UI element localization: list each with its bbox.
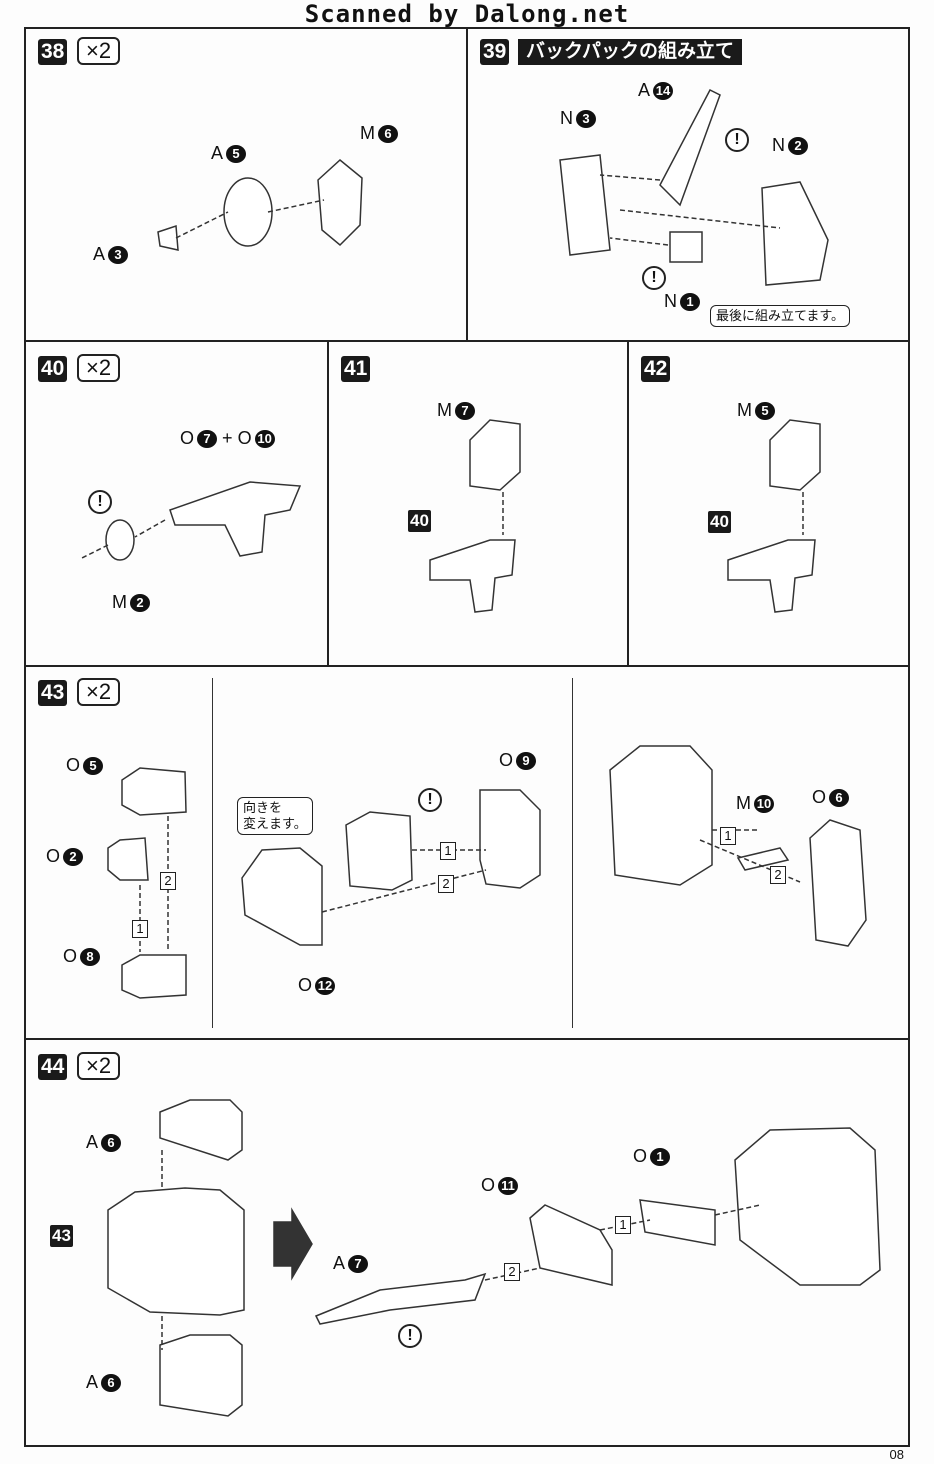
quantity-badge: ×2 — [77, 1052, 121, 1080]
part-o9 — [479, 789, 541, 889]
result-arrow — [273, 1207, 313, 1281]
part-m5 — [769, 419, 821, 491]
order-marker: 2 — [160, 872, 176, 890]
step-reference: 43 — [50, 1225, 73, 1247]
part-o11 — [529, 1204, 613, 1286]
step-number: 41 — [341, 356, 371, 382]
part-m2 — [105, 519, 135, 561]
step-title: バックパックの組み立て — [518, 39, 743, 65]
part-a14 — [659, 89, 721, 207]
part-o6 — [809, 819, 867, 947]
part-a5 — [223, 177, 273, 247]
note-line: 向きを — [243, 800, 283, 815]
note-callout: 最後に組み立てます。 — [710, 305, 851, 327]
part-m6 — [317, 159, 363, 247]
part-40b — [727, 539, 816, 613]
part-rotated — [345, 811, 413, 891]
quantity-badge: ×2 — [77, 354, 121, 382]
scan-watermark: Scanned by Dalong.net — [304, 0, 630, 28]
divider — [24, 1038, 908, 1040]
step-number: 44 — [38, 1054, 68, 1080]
step-number: 40 — [38, 356, 68, 382]
part-o8 — [121, 954, 187, 999]
part-n1 — [669, 231, 703, 263]
part-o7-o10 — [169, 481, 302, 557]
sub-divider — [572, 678, 573, 1028]
caution-icon: ! — [398, 1324, 422, 1348]
note-line: 変えます。 — [243, 816, 307, 831]
order-marker: 2 — [504, 1263, 520, 1281]
caution-icon: ! — [418, 788, 442, 812]
part-a3 — [157, 224, 179, 251]
divider — [327, 340, 329, 666]
part-40 — [429, 539, 516, 613]
divider — [24, 665, 908, 667]
step-reference: 40 — [708, 511, 731, 533]
order-marker: 2 — [438, 875, 454, 893]
quantity-badge: ×2 — [77, 678, 121, 706]
part-m7 — [469, 419, 521, 491]
step-number: 38 — [38, 39, 68, 65]
step-number: 42 — [641, 356, 671, 382]
divider — [466, 27, 468, 341]
part-a6-top — [159, 1099, 243, 1161]
divider — [627, 340, 629, 666]
sub-divider — [212, 678, 213, 1028]
order-marker: 1 — [132, 920, 148, 938]
step-reference: 40 — [408, 510, 431, 532]
order-marker: 2 — [770, 866, 786, 884]
order-marker: 1 — [720, 827, 736, 845]
step-number: 43 — [38, 680, 68, 706]
step-number: 39 — [480, 39, 510, 65]
part-o12 — [241, 847, 323, 946]
part-n2 — [761, 181, 829, 286]
order-marker: 1 — [615, 1216, 631, 1234]
caution-icon: ! — [88, 490, 112, 514]
quantity-badge: ×2 — [77, 37, 121, 65]
part-m10 — [736, 847, 790, 871]
part-a6-bottom — [159, 1334, 243, 1417]
divider — [24, 340, 908, 342]
part-o2 — [107, 837, 149, 881]
part-o1 — [639, 1199, 716, 1246]
part-o5 — [121, 767, 187, 816]
caution-icon: ! — [725, 128, 749, 152]
part-a7 — [314, 1272, 487, 1325]
assembled-body — [734, 1127, 881, 1286]
order-marker: 1 — [440, 842, 456, 860]
part-43-assembly — [107, 1187, 245, 1316]
note-callout: 向きを変えます。 — [237, 797, 313, 835]
page-number: 08 — [889, 1447, 904, 1462]
caution-icon: ! — [642, 266, 666, 290]
assembled-43 — [609, 745, 713, 886]
part-n3 — [559, 154, 611, 256]
